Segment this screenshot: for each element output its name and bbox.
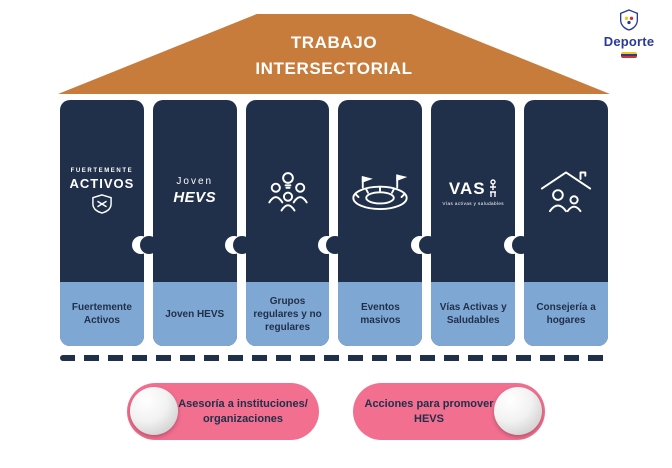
sphere-icon <box>130 387 178 435</box>
pillar-row: FUERTEMENTE ACTIVOS Fuertemente Activos … <box>60 100 608 346</box>
shield-crest-icon <box>92 194 112 214</box>
pillar-label: Fuertemente Activos <box>60 282 144 346</box>
action-label: Acciones para promover HEVS <box>364 398 494 425</box>
puzzle-knob <box>419 236 437 254</box>
pillar-eventos: Eventos masivos <box>338 100 423 346</box>
puzzle-knob <box>140 236 158 254</box>
action-row: Asesoría a instituciones/ organizaciones… <box>0 383 672 440</box>
pillar-label: Consejería a hogares <box>524 282 608 346</box>
action-promover: Acciones para promover HEVS <box>353 383 545 440</box>
joven-hevs-logo: Joven HEVS <box>153 100 237 282</box>
statue-person-icon <box>489 178 496 197</box>
brand-top-text: FUERTEMENTE <box>70 168 134 174</box>
brand-main-text: HEVS <box>173 189 217 206</box>
people-lightbulb-icon <box>267 172 308 212</box>
puzzle-knob <box>233 236 251 254</box>
brand-top-text: Joven <box>176 176 214 187</box>
action-asesoria: Asesoría a instituciones/ organizaciones <box>127 383 319 440</box>
dashed-divider <box>60 355 608 361</box>
pillar-label: Grupos regulares y no regulares <box>245 282 330 346</box>
pillar-joven-hevs: Joven HEVS Joven HEVS <box>152 100 237 346</box>
action-label: Asesoría a instituciones/ organizaciones <box>178 398 308 425</box>
vas-logo: VAS Vías activas y saludables <box>431 100 515 282</box>
pediment-title-banner: TRABAJO INTERSECTORIAL <box>58 14 610 94</box>
pillar-label: Vías Activas y Saludables <box>431 282 516 346</box>
sphere-icon <box>494 387 542 435</box>
puzzle-knob <box>326 236 344 254</box>
deporte-wordmark: Deporte <box>603 34 655 49</box>
brand-sub-text: Vías activas y saludables <box>442 200 505 206</box>
pillar-grupos: Grupos regulares y no regulares <box>245 100 330 346</box>
pillar-consejeria: Consejería a hogares <box>524 100 608 346</box>
colombia-flag-icon <box>621 52 637 58</box>
pillar-fuertemente-activos: FUERTEMENTE ACTIVOS Fuertemente Activos <box>60 100 144 346</box>
pillar-label: Eventos masivos <box>338 282 423 346</box>
shield-icon <box>620 9 638 31</box>
brand-main-text: ACTIVOS <box>69 176 135 191</box>
puzzle-knob <box>512 236 530 254</box>
deporte-logo: Deporte <box>596 8 662 58</box>
pillar-label: Joven HEVS <box>152 282 237 346</box>
pillar-vas: VAS Vías activas y saludables Vías Activ… <box>431 100 516 346</box>
title-line-1: TRABAJO <box>290 33 378 52</box>
brand-main-text: VAS <box>448 178 486 198</box>
title-line-2: INTERSECTORIAL <box>255 59 413 79</box>
home-family-icon <box>540 171 592 213</box>
fuertemente-activos-logo: FUERTEMENTE ACTIVOS <box>60 100 144 282</box>
stadium-icon <box>352 174 409 211</box>
